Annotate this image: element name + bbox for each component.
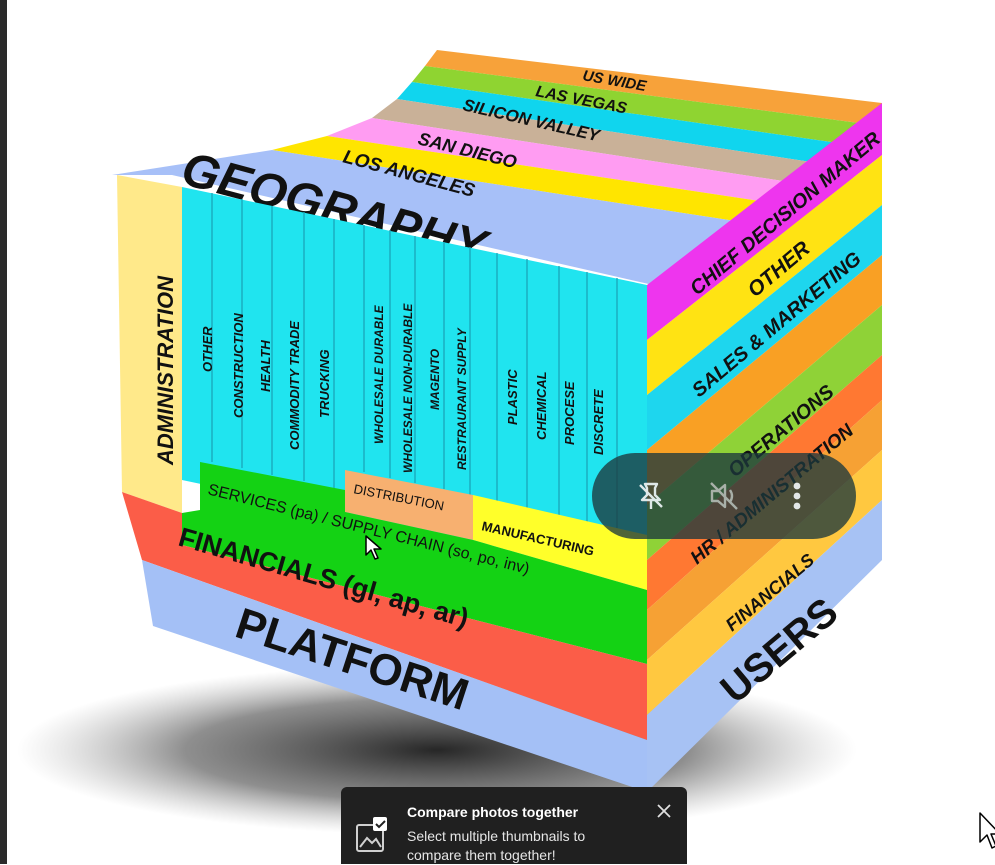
more-options-button[interactable] [772, 471, 822, 521]
photo-viewer: US WIDE LAS VEGAS SILICON VALLEY SAN DIE… [7, 0, 995, 864]
close-icon [657, 804, 671, 818]
compare-photos-icon [356, 817, 387, 852]
toast-close-button[interactable] [653, 800, 675, 822]
industry-discrete: DISCRETE [591, 389, 606, 455]
cube-top-face [112, 50, 882, 290]
more-icon [793, 482, 801, 510]
floating-media-controls [592, 453, 856, 539]
industry-wholesale-durable: WHOLESALE DURABLE [372, 304, 386, 444]
mute-button[interactable] [699, 471, 749, 521]
industry-commodity-trade: COMMODITY TRADE [287, 321, 302, 450]
mouse-cursor-icon [979, 812, 995, 849]
industry-wholesale-non-durable: WHOLESALE NON-DURABLE [401, 303, 415, 473]
unpin-icon [638, 482, 663, 509]
mute-icon [710, 482, 738, 510]
industry-magento: MAGENTO [428, 348, 442, 410]
toast-body: Select multiple thumbnails to compare th… [407, 828, 586, 863]
compare-photos-toast: Compare photos together Select multiple … [341, 787, 687, 864]
cube-front-face [117, 175, 647, 792]
industry-plastic: PLASTIC [505, 369, 520, 425]
window-left-border [0, 0, 7, 864]
toast-title: Compare photos together [407, 804, 579, 820]
industry-health: HEALTH [258, 340, 273, 392]
mouse-cursor-icon [365, 535, 382, 560]
industry-other: OTHER [200, 326, 215, 372]
cube-image: US WIDE LAS VEGAS SILICON VALLEY SAN DIE… [17, 50, 885, 835]
administration-label: ADMINISTRATION [153, 275, 178, 466]
industry-procese: PROCESE [562, 381, 577, 445]
industry-restraurant-supply: RESTRAURANT SUPPLY [455, 327, 469, 470]
industry-chemical: CHEMICAL [534, 371, 549, 440]
unpin-button[interactable] [626, 471, 676, 521]
industry-construction: CONSTRUCTION [231, 313, 246, 418]
industry-trucking: TRUCKING [317, 349, 332, 418]
